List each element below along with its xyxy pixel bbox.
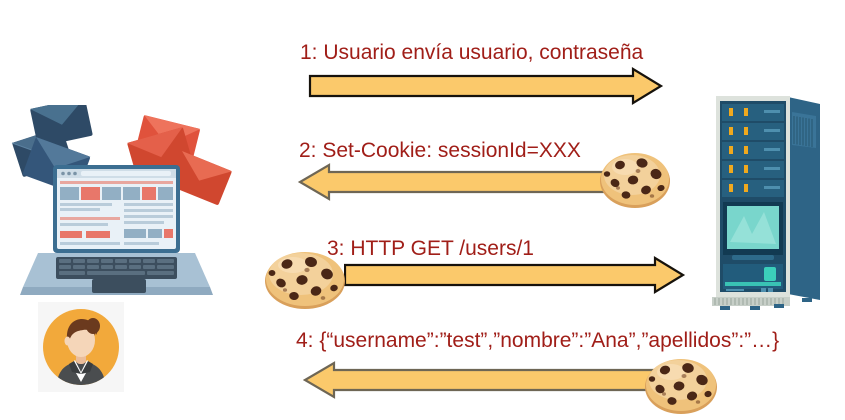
server-illustration: [706, 92, 826, 315]
cookie-icon: [598, 150, 672, 215]
message-arrow-1-right: [308, 67, 664, 105]
laptop-illustration: [4, 97, 254, 305]
message-label-1: 1: Usuario envía usuario, contraseña: [300, 41, 644, 64]
cookie-icon: [263, 248, 347, 315]
message-arrow-4-left: [303, 361, 663, 399]
envelope-icon: [30, 97, 93, 147]
cookie-icon: [643, 355, 719, 420]
message-arrow-2-left: [297, 163, 615, 201]
user-avatar: [38, 302, 124, 397]
message-label-4: 4: {“username”:”test”,”nombre”:”Ana”,”ap…: [296, 329, 780, 352]
message-label-3: 3: HTTP GET /users/1: [327, 237, 534, 260]
envelope-icon: [168, 151, 233, 205]
message-label-2: 2: Set-Cookie: sessionId=XXX: [299, 139, 581, 162]
message-arrow-3-right: [344, 256, 686, 294]
server-led: [729, 108, 748, 192]
